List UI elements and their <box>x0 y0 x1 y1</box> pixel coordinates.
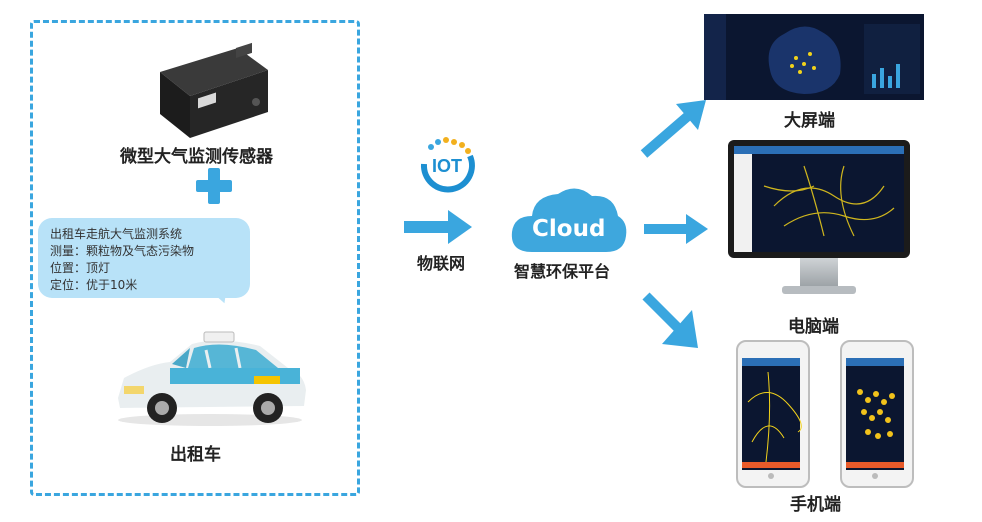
arrow-down-right-icon <box>642 292 698 348</box>
pc-monitor-screen <box>734 146 904 252</box>
iot-badge-text: IOT <box>432 156 462 176</box>
info-line-measure: 测量：颗粒物及气态污染物 <box>50 244 195 258</box>
info-line-system: 出租车走航大气监测系统 <box>50 227 183 241</box>
cloud-icon <box>511 188 627 252</box>
cloud-badge-text: Cloud <box>532 216 606 242</box>
phone-1-screen <box>742 358 802 479</box>
mobile-label: 手机端 <box>790 495 841 515</box>
platform-label: 智慧环保平台 <box>514 262 611 281</box>
info-bubble <box>38 218 250 298</box>
taxi-system-panel <box>30 20 360 496</box>
phone-2-screen <box>846 358 904 479</box>
info-line-position: 位置：顶灯 <box>50 261 111 275</box>
arrow-up-right-icon <box>640 100 706 158</box>
big-screen-display <box>704 14 924 100</box>
pc-label: 电脑端 <box>788 317 839 337</box>
big-screen-label: 大屏端 <box>784 111 835 131</box>
sensor-device-image <box>160 42 268 138</box>
pc-monitor-base <box>782 286 856 294</box>
pc-monitor-neck <box>800 258 838 288</box>
phone-2 <box>840 340 914 488</box>
phone-1 <box>736 340 810 488</box>
info-line-location: 定位：优于10米 <box>50 278 138 292</box>
taxi-label: 出租车 <box>170 445 221 465</box>
plus-icon <box>196 168 232 204</box>
arrow-right-to-pc-icon <box>644 214 708 244</box>
big-screen-map <box>704 14 924 100</box>
taxi-image <box>118 331 306 426</box>
pc-map <box>734 146 904 252</box>
arrow-right-icon <box>404 210 472 244</box>
network-label: 物联网 <box>417 254 466 273</box>
iot-icon: IOT <box>420 137 475 193</box>
info-bubble-text: 出租车走航大气监测系统 测量：颗粒物及气态污染物 位置：顶灯 定位：优于10米 <box>50 226 194 294</box>
sensor-label: 微型大气监测传感器 <box>120 147 273 167</box>
